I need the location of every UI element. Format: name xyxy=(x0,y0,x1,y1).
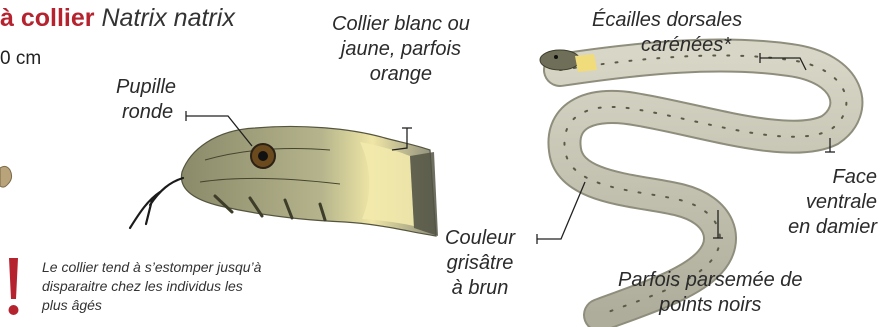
label-scales: Écailles dorsales carénées* xyxy=(592,8,742,58)
label-collar: Collier blanc ou jaune, parfois orange xyxy=(332,12,470,87)
age-note: Le collier tend à s’estomper jusqu’à dis… xyxy=(42,258,272,315)
tongue xyxy=(130,178,183,228)
page-title: à collier Natrix natrix xyxy=(0,4,235,33)
label-color: Couleur grisâtre à brun xyxy=(445,226,515,301)
exclamation-icon xyxy=(9,258,19,315)
common-name: à collier xyxy=(0,4,95,32)
label-dots: Parfois parsemée de points noirs xyxy=(618,268,803,318)
scientific-name: Natrix natrix xyxy=(101,4,234,32)
label-belly: Face ventrale en damier xyxy=(777,165,877,240)
partial-blob-decoration xyxy=(0,166,12,187)
size-text: 0 cm xyxy=(0,48,41,70)
label-pupil: Pupille ronde xyxy=(116,75,176,125)
snake-head-closeup xyxy=(130,126,438,236)
